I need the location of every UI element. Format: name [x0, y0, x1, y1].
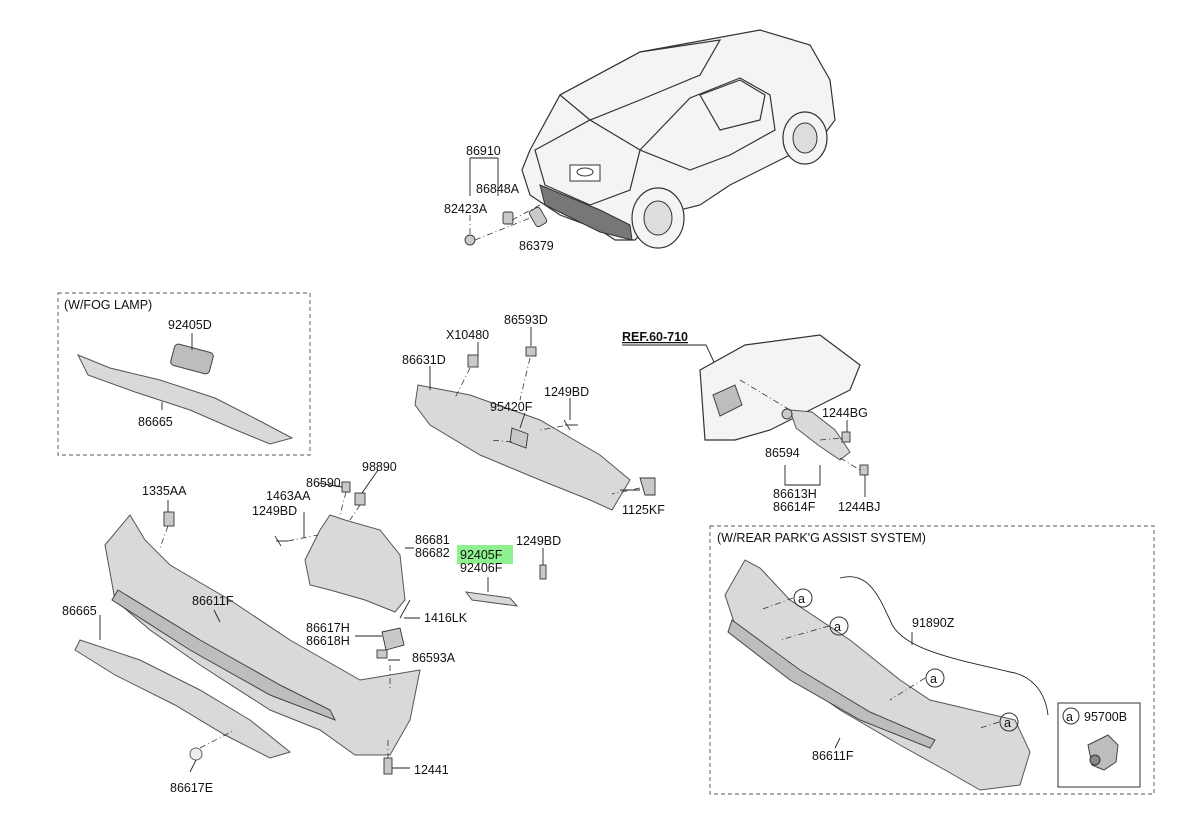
label-1244bj: 1244BJ [838, 500, 880, 514]
wire-1416lk-icon [399, 599, 411, 619]
sensor-legend-box [1057, 702, 1141, 788]
label-86665-bottom: 86665 [62, 604, 97, 618]
label-1335aa: 1335AA [142, 484, 187, 498]
park-assist-box-title: (W/REAR PARK'G ASSIST SYSTEM) [717, 531, 926, 545]
plug-86617e-icon [189, 747, 203, 761]
callout-a-2-label: a [834, 620, 841, 634]
label-86848a: 86848A [476, 182, 520, 196]
bumper-cover-86611f-park [724, 559, 1031, 791]
label-ref: REF.60-710 [622, 330, 688, 344]
fog-lamp-92405d-icon [170, 343, 214, 375]
wiring-91890z-icon [839, 576, 1049, 716]
sensor-face-icon [1089, 754, 1101, 766]
label-86682: 86682 [415, 546, 450, 560]
label-1244bg: 1244BG [822, 406, 868, 420]
label-86611f-park: 86611F [812, 749, 854, 763]
bracket-86613h-icon [789, 409, 851, 461]
callout-a-3 [925, 668, 945, 688]
sensor-legend-callout-a [1062, 707, 1080, 725]
clip-1335aa-icon [163, 511, 175, 527]
callout-a-4-label: a [1004, 716, 1011, 730]
label-1249bd-c: 1249BD [516, 534, 561, 548]
label-1463aa: 1463AA [266, 489, 311, 503]
bolt-1249bd-c-icon [539, 564, 547, 580]
label-86379: 86379 [519, 239, 554, 253]
reflector-86379-icon [528, 206, 548, 228]
vehicle-rear-view [521, 29, 836, 249]
label-91890z: 91890Z [912, 616, 955, 630]
washer-82423a-icon [464, 234, 476, 246]
bracket-95420f-icon [509, 427, 529, 449]
callout-a-2 [829, 616, 849, 636]
sensor-legend-callout-label: a [1066, 710, 1073, 724]
label-86611f-main: 86611F [192, 594, 234, 608]
clip-x10480-icon [467, 354, 479, 368]
label-1416lk: 1416LK [424, 611, 468, 625]
label-86910: 86910 [466, 144, 501, 158]
label-98890: 98890 [362, 460, 397, 474]
callout-a-3-label: a [930, 672, 937, 686]
bumper-lower-detail [111, 589, 337, 721]
bolt-1249bd-a-icon [563, 419, 578, 431]
label-95700b: 95700B [1084, 710, 1127, 724]
bolt-86848a-icon [502, 211, 514, 225]
bumper-cover-86611f-main [104, 514, 421, 756]
label-12441: 12441 [414, 763, 449, 777]
bolt-1125kf-icon [639, 477, 656, 496]
label-86665-top: 86665 [138, 415, 173, 429]
callout-a-1 [793, 588, 813, 608]
label-86617h: 86617H [306, 621, 350, 635]
label-82423a: 82423A [444, 202, 488, 216]
bolt-1244bg-icon [841, 431, 851, 443]
back-beam-86631d [414, 384, 631, 511]
car-parts-group [464, 157, 548, 246]
label-92406f: 92406F [460, 561, 503, 575]
label-92405d: 92405D [168, 318, 212, 332]
label-86631d: 86631D [402, 353, 446, 367]
label-1125kf: 1125KF [622, 503, 665, 517]
rear-fender-ref [699, 334, 861, 441]
nut-86593a-icon [376, 649, 388, 659]
highlight-92405f [457, 545, 513, 564]
label-86681: 86681 [415, 533, 450, 547]
label-86617e: 86617E [170, 781, 213, 795]
label-92405f[interactable]: 92405F [460, 548, 503, 562]
label-86613h: 86613H [773, 487, 817, 501]
clip-98890-icon [354, 492, 366, 506]
fender-cutout-icon [712, 384, 743, 417]
label-86593d: 86593D [504, 313, 548, 327]
bolt-1244bj-icon [859, 464, 869, 476]
side-cover-86681 [304, 514, 406, 613]
label-x10480: X10480 [446, 328, 489, 342]
park-bumper-lower-detail [727, 619, 936, 749]
park-assist-box [709, 525, 1155, 795]
label-1249bd-b: 1249BD [252, 504, 297, 518]
nut-86593d-icon [525, 346, 537, 357]
bolt-1249bd-b-icon [274, 535, 288, 547]
label-86594: 86594 [765, 446, 800, 460]
reflex-86617h-icon [381, 627, 405, 651]
screw-86590-icon [341, 481, 351, 493]
reflector-92405f-icon [464, 591, 519, 607]
label-86614f: 86614F [773, 500, 816, 514]
label-1249bd-a: 1249BD [544, 385, 589, 399]
screw-12441-icon [383, 757, 393, 775]
callout-a-4 [999, 712, 1019, 732]
garnish-86665-fog [76, 354, 294, 445]
callout-a-1-label: a [798, 592, 805, 606]
fog-lamp-box [57, 292, 311, 456]
label-95420f: 95420F [490, 400, 533, 414]
label-86593a: 86593A [412, 651, 456, 665]
label-86590: 86590 [306, 476, 341, 490]
garnish-86665-bottom [74, 639, 292, 759]
label-86618h: 86618H [306, 634, 350, 648]
fog-lamp-box-title: (W/FOG LAMP) [64, 298, 152, 312]
sensor-86594-icon [781, 408, 793, 420]
